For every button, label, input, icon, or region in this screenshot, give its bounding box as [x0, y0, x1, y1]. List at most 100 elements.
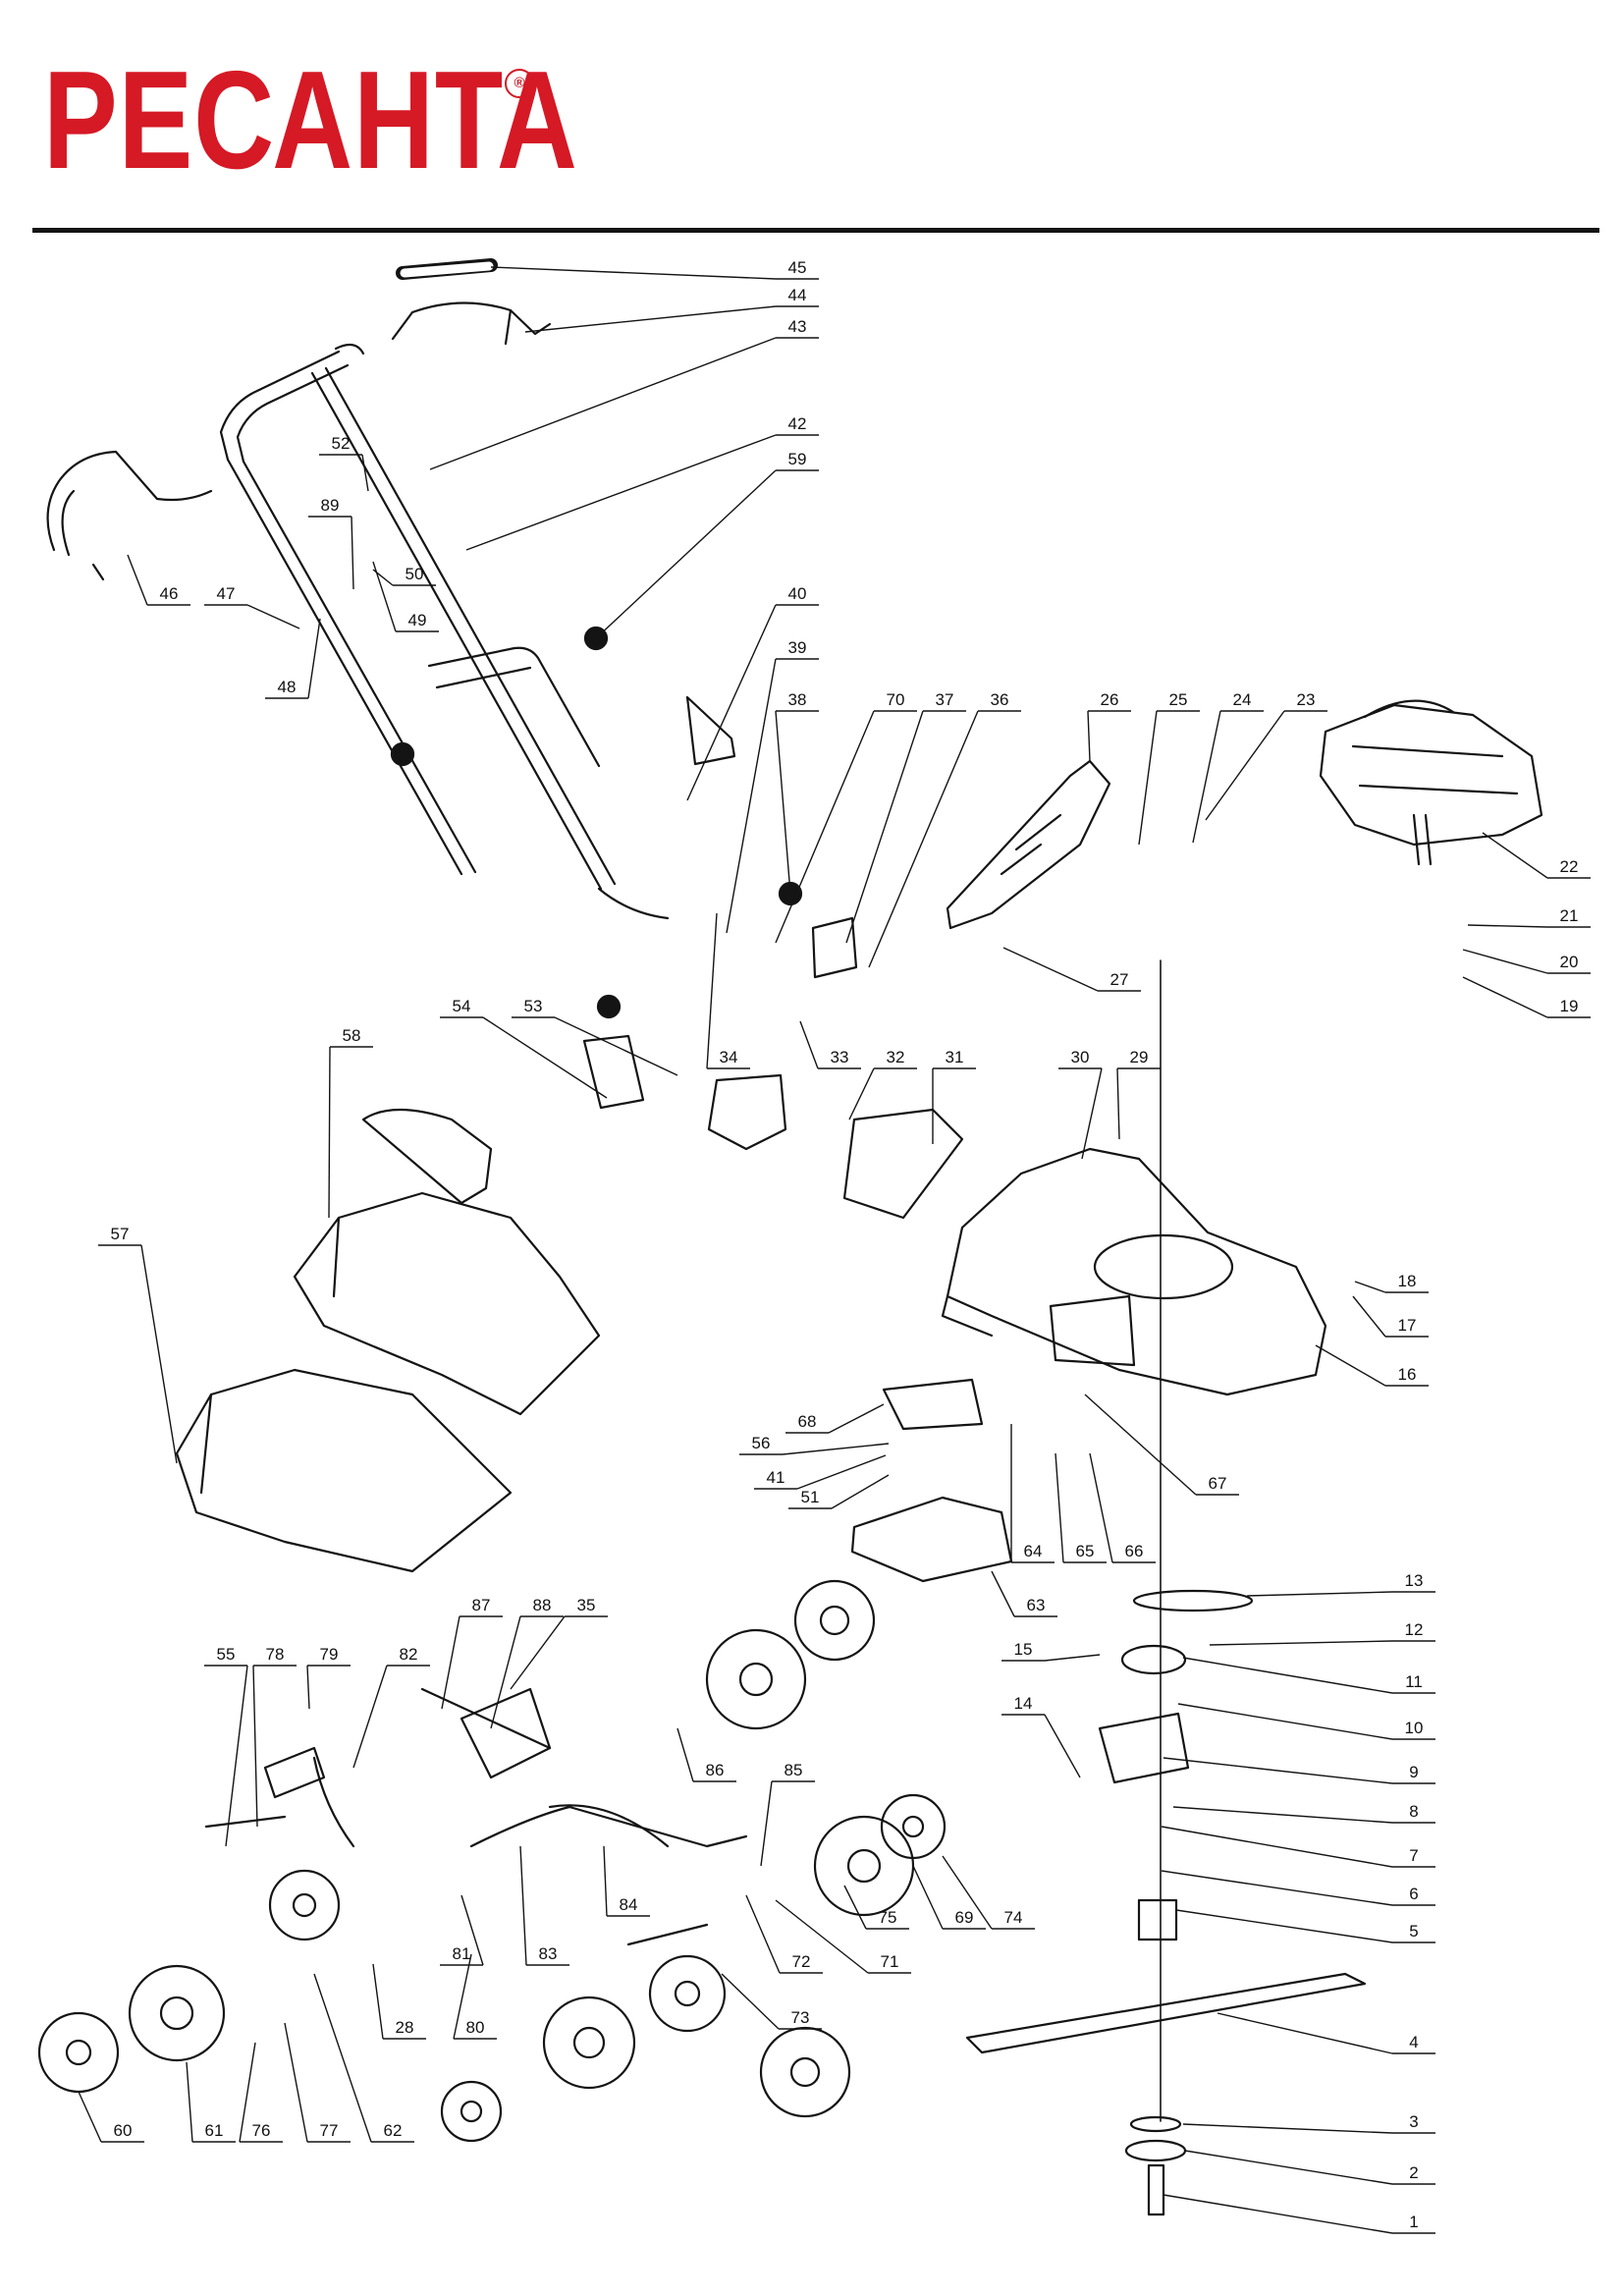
callout-leader: [676, 1727, 694, 1782]
callout-adjust-rod: 82: [352, 1645, 430, 1769]
callout-rear-flap: 31: [932, 1048, 976, 1144]
callout-lever-knob: 79: [306, 1645, 351, 1710]
callout-washer: 2: [1184, 2150, 1435, 2185]
callout-leader: [1002, 947, 1099, 992]
callout-number: 48: [278, 678, 297, 696]
callout-number: 2: [1409, 2163, 1418, 2182]
callout-number: 45: [788, 258, 807, 277]
callout-leader: [351, 516, 354, 590]
callout-leader: [460, 1894, 484, 1966]
callout-number: 82: [400, 1645, 418, 1664]
callout-number: 84: [620, 1895, 638, 1914]
callout-drive-bail: 44: [524, 286, 819, 333]
callout-leader: [721, 1973, 780, 2030]
knobs: [390, 626, 803, 1019]
callout-layer: 1234567891011121314151617181920212223242…: [78, 258, 1591, 2234]
callout-number: 67: [1209, 1474, 1227, 1493]
callout-number: 55: [217, 1645, 236, 1664]
callout-number: 16: [1398, 1365, 1417, 1384]
callout-number: 86: [706, 1761, 725, 1779]
callout-leader: [482, 1016, 608, 1099]
callout-screw: 50: [372, 565, 436, 586]
callout-rear-axle: 83: [519, 1845, 569, 1966]
callout-leader: [510, 1615, 566, 1690]
callout-number: 33: [831, 1048, 849, 1066]
callout-mulching-plug: 68: [785, 1403, 885, 1434]
callout-screw: 14: [1001, 1694, 1081, 1778]
callout-number: 22: [1560, 857, 1579, 876]
callout-cable-clip: 40: [686, 584, 819, 801]
callout-leader: [519, 1845, 527, 1966]
callout-number: 57: [111, 1225, 130, 1243]
callout-number: 26: [1101, 690, 1119, 709]
callout-cable: 67: [1084, 1394, 1239, 1496]
callout-leader: [328, 1046, 331, 1219]
callout-spring: 84: [603, 1845, 650, 1917]
callout-screw: 8: [1172, 1802, 1435, 1824]
callout-leader: [307, 618, 321, 699]
callout-leader: [831, 1474, 890, 1509]
callout-number: 18: [1398, 1272, 1417, 1290]
callout-leader: [453, 1953, 472, 2040]
callout-number: 37: [936, 690, 954, 709]
parts-artwork: [37, 258, 1543, 2216]
callout-leader: [1184, 2150, 1393, 2185]
callout-number: 66: [1125, 1542, 1144, 1560]
callout-leader: [1354, 1281, 1386, 1293]
callout-bracket: 29: [1116, 1048, 1161, 1140]
callout-spring: 24: [1192, 690, 1264, 844]
callout-number: 20: [1560, 953, 1579, 971]
callout-pulley: 11: [1182, 1657, 1435, 1694]
callout-leader: [991, 1570, 1015, 1617]
callout-leader: [490, 266, 777, 280]
callout-number: 68: [798, 1412, 817, 1431]
callout-leader: [441, 1615, 460, 1710]
callout-bolt: 36: [868, 690, 1021, 968]
callout-leader: [1163, 2194, 1393, 2234]
callout-number: 65: [1076, 1542, 1095, 1560]
callout-engine: 22: [1482, 832, 1591, 879]
callout-flap-bracket: 32: [848, 1048, 917, 1121]
callout-cable-guide: 52: [319, 434, 369, 492]
callout-belt-guide: 15: [1001, 1640, 1101, 1662]
engine: [1319, 699, 1543, 866]
callout-leader: [868, 710, 979, 968]
callout-washer: 71: [775, 1899, 911, 1974]
callout-number: 11: [1405, 1672, 1423, 1691]
callout-number: 12: [1405, 1620, 1424, 1639]
callout-number: 75: [879, 1908, 897, 1927]
callout-washer: 69: [912, 1865, 986, 1930]
callout-leader: [845, 710, 924, 944]
callout-number: 34: [720, 1048, 738, 1066]
callout-number: 23: [1297, 690, 1316, 709]
callout-pin: 85: [760, 1761, 815, 1867]
callout-leader: [1044, 1714, 1081, 1778]
callout-blade-adapter: 5: [1175, 1909, 1435, 1943]
callout-drive-cable: 25: [1138, 690, 1200, 846]
callout-number: 58: [343, 1026, 361, 1045]
callout-brake-bail: 46: [127, 554, 190, 606]
callout-leader: [1462, 949, 1548, 974]
callout-bolt: 43: [429, 317, 819, 470]
callout-number: 40: [788, 584, 807, 603]
callout-leader: [1177, 1703, 1393, 1740]
callout-washer: 21: [1467, 906, 1591, 928]
callout-nut: 33: [799, 1020, 861, 1069]
callout-hubcap: 74: [942, 1855, 1035, 1930]
callout-number: 38: [788, 690, 807, 709]
callout-number: 36: [991, 690, 1009, 709]
callout-pin: 66: [1089, 1452, 1156, 1563]
callout-leader: [1209, 1640, 1393, 1646]
callout-engine-bolt: 19: [1462, 976, 1591, 1018]
callout-washer: 20: [1462, 949, 1591, 974]
callout-number: 30: [1071, 1048, 1090, 1066]
callout-number: 41: [767, 1468, 785, 1487]
callout-leader: [782, 1443, 890, 1455]
callout-number: 15: [1014, 1640, 1033, 1659]
callout-number: 14: [1014, 1694, 1033, 1713]
callout-screw: 55: [204, 1645, 248, 1847]
callout-handle-bracket: 37: [845, 690, 966, 944]
callout-leader: [1315, 1344, 1386, 1387]
callout-leader: [775, 710, 791, 895]
